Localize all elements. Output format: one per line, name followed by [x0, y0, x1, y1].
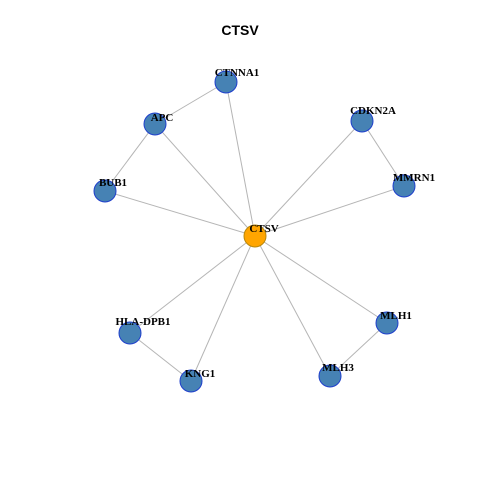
node-label-apc: APC [151, 112, 174, 124]
node-label-ctnna1: CTNNA1 [215, 67, 260, 79]
node-label-mlh1: MLH1 [380, 310, 412, 322]
edge-ctsv-ctnna1 [225, 81, 256, 237]
nodes-layer [93, 70, 416, 393]
edge-cdkn2a-mmrn1 [361, 120, 405, 187]
edge-apc-ctnna1 [154, 81, 227, 125]
node-hla-dpb1 [118, 321, 142, 345]
edge-ctsv-apc [154, 123, 256, 237]
node-mmrn1 [392, 174, 416, 198]
edge-ctsv-mlh3 [254, 235, 331, 377]
node-bub1 [93, 179, 117, 203]
node-label-kng1: KNG1 [185, 368, 216, 380]
edges-layer [104, 81, 405, 382]
edge-ctsv-kng1 [190, 235, 256, 382]
edge-ctsv-hla-dpb1 [129, 235, 256, 334]
node-label-mlh3: MLH3 [322, 362, 354, 374]
edge-ctsv-mlh1 [254, 235, 388, 324]
node-label-cdkn2a: CDKN2A [350, 105, 396, 117]
edge-apc-bub1 [104, 123, 156, 192]
node-ctsv [243, 224, 267, 248]
node-label-mmrn1: MMRN1 [393, 172, 435, 184]
edge-ctsv-bub1 [104, 190, 256, 237]
node-label-hla-dpb1: HLA-DPB1 [116, 316, 171, 328]
edge-mlh3-mlh1 [329, 322, 388, 377]
node-mlh1 [375, 311, 399, 335]
edge-hla-dpb1-kng1 [129, 332, 192, 382]
edge-ctsv-cdkn2a [254, 120, 363, 237]
node-label-ctsv: CTSV [249, 223, 278, 235]
node-apc [143, 112, 167, 136]
edge-ctsv-mmrn1 [254, 185, 405, 237]
node-mlh3 [318, 364, 342, 388]
node-cdkn2a [350, 109, 374, 133]
node-kng1 [179, 369, 203, 393]
node-label-bub1: BUB1 [99, 177, 127, 189]
diagram-title: CTSV [221, 22, 259, 38]
node-ctnna1 [214, 70, 238, 94]
